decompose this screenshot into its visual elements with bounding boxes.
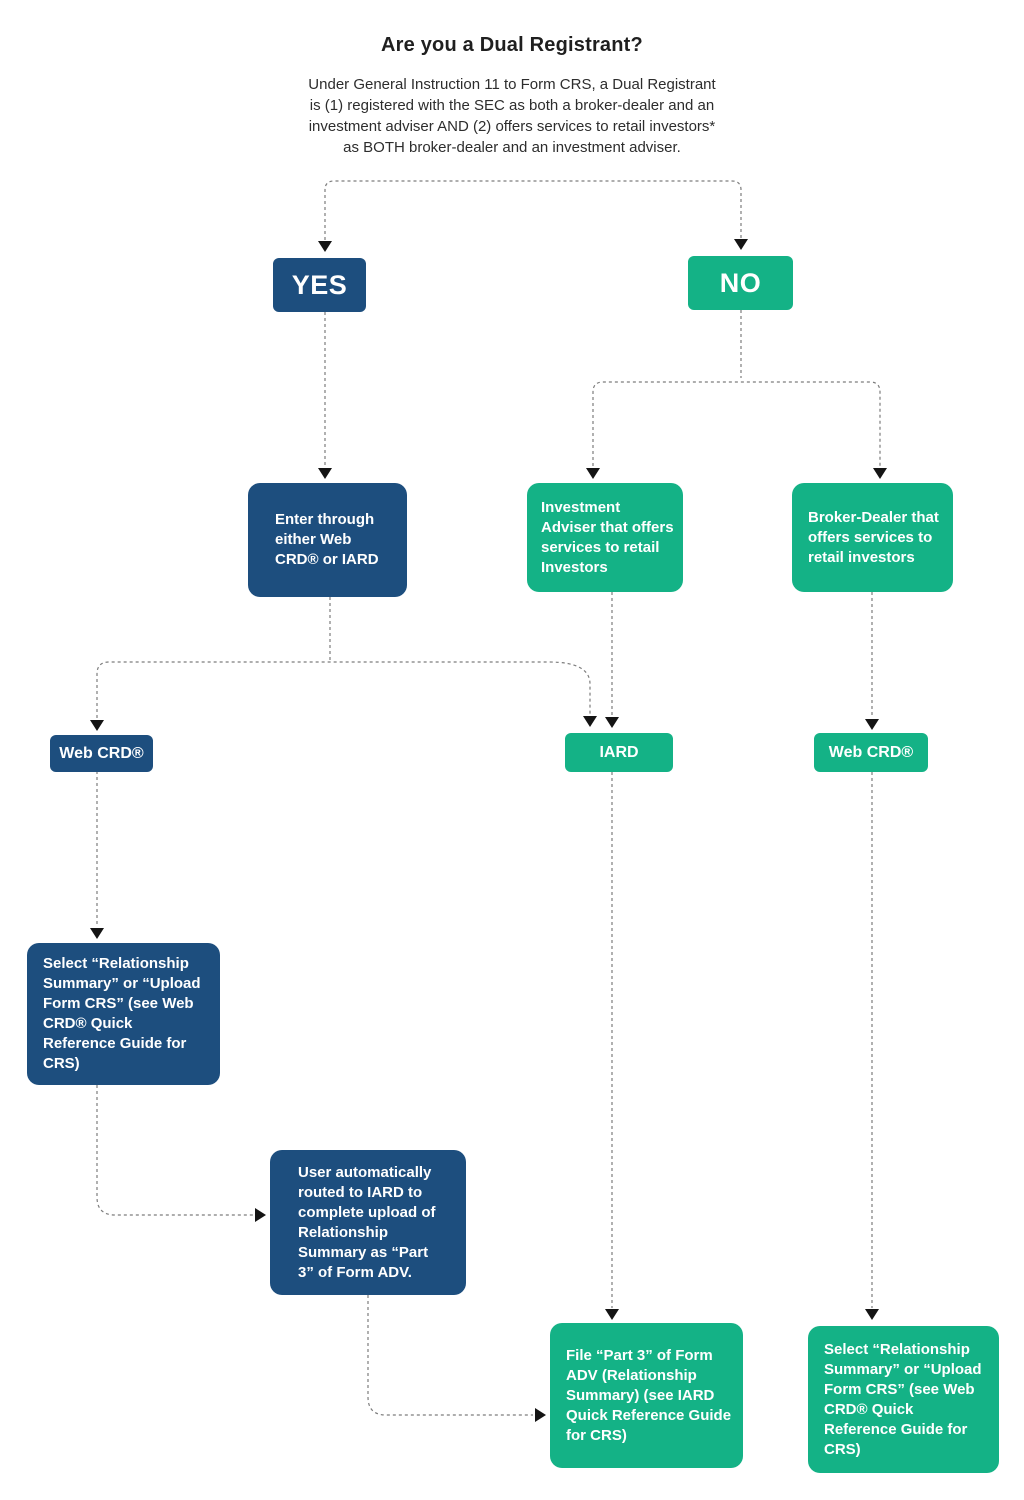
arrowhead-down-icon	[586, 468, 600, 479]
flow-node-web-crd-left-label: Web CRD®	[59, 744, 144, 762]
flow-node-no-label: NO	[719, 267, 762, 298]
page-title: Are you a Dual Registrant?	[381, 34, 643, 56]
arrowhead-down-icon	[873, 468, 887, 479]
arrowhead-down-icon	[318, 241, 332, 252]
flow-node-user-routed-to-iard: User automatically routed to IARD to com…	[270, 1150, 466, 1295]
arrowhead-down-icon	[90, 720, 104, 731]
flow-node-broker-label: Broker-Dealer that offers services to re…	[808, 508, 939, 566]
flow-node-iard: IARD	[565, 733, 673, 772]
arrowhead-right-icon	[535, 1408, 546, 1422]
arrowhead-down-icon	[605, 1309, 619, 1320]
arrowhead-down-icon	[734, 239, 748, 250]
flow-node-file-part3-form-adv: File “Part 3” of Form ADV (Relationship …	[550, 1323, 743, 1468]
subtitle-line: as BOTH broker-dealer and an investment …	[343, 139, 681, 156]
flow-node-web-crd-left: Web CRD®	[50, 735, 153, 772]
connector-top-branch	[324, 180, 742, 240]
flow-node-select-relationship-summary-webcrd: Select “Relationship Summary” or “Upload…	[27, 943, 220, 1085]
subtitle-line: investment adviser AND (2) offers servic…	[308, 118, 716, 135]
arrowhead-right-icon	[255, 1208, 266, 1222]
flow-node-file-adv-label: File “Part 3” of Form ADV (Relationship …	[566, 1346, 732, 1444]
connector-no-branch	[592, 381, 881, 466]
flow-node-enter-label: Enter through either Web CRD® or IARD	[275, 511, 379, 568]
flow-node-investment-adviser: Investment Adviser that offers services …	[527, 483, 683, 592]
page-subtitle: Under General Instruction 11 to Form CRS…	[0, 74, 1024, 158]
flow-node-web-crd-right-label: Web CRD®	[828, 743, 914, 761]
arrowhead-down-icon	[605, 717, 619, 728]
arrowhead-down-icon	[90, 928, 104, 939]
arrowhead-down-icon	[865, 1309, 879, 1320]
flow-node-select-relationship-summary-webcrd-right: Select “Relationship Summary” or “Upload…	[808, 1326, 999, 1473]
flow-node-iard-label: IARD	[599, 743, 639, 761]
flow-node-select-right-label: Select “Relationship Summary” or “Upload…	[824, 1340, 982, 1458]
flow-node-yes-label: YES	[291, 269, 348, 300]
subtitle-line: is (1) registered with the SEC as both a…	[309, 97, 715, 114]
subtitle-line: Under General Instruction 11 to Form CRS…	[308, 76, 716, 93]
flow-node-no: NO	[688, 256, 793, 310]
flow-node-enter-web-crd-or-iard: Enter through either Web CRD® or IARD	[248, 483, 407, 597]
arrowhead-down-icon	[583, 716, 597, 727]
flow-node-adviser-label: Investment Adviser that offers services …	[541, 498, 674, 576]
flow-node-yes: YES	[273, 258, 366, 312]
arrowhead-down-icon	[865, 719, 879, 730]
flow-node-select-left-label: Select “Relationship Summary” or “Upload…	[43, 955, 201, 1072]
connector-routed-to-file	[367, 1295, 533, 1416]
connector-select-to-routed	[96, 1085, 253, 1216]
flow-node-web-crd-right: Web CRD®	[814, 733, 928, 772]
connector-enter-branch	[96, 661, 591, 718]
flow-node-routed-label: User automatically routed to IARD to com…	[298, 1163, 436, 1281]
flow-node-broker-dealer: Broker-Dealer that offers services to re…	[792, 483, 953, 592]
arrowhead-down-icon	[318, 468, 332, 479]
